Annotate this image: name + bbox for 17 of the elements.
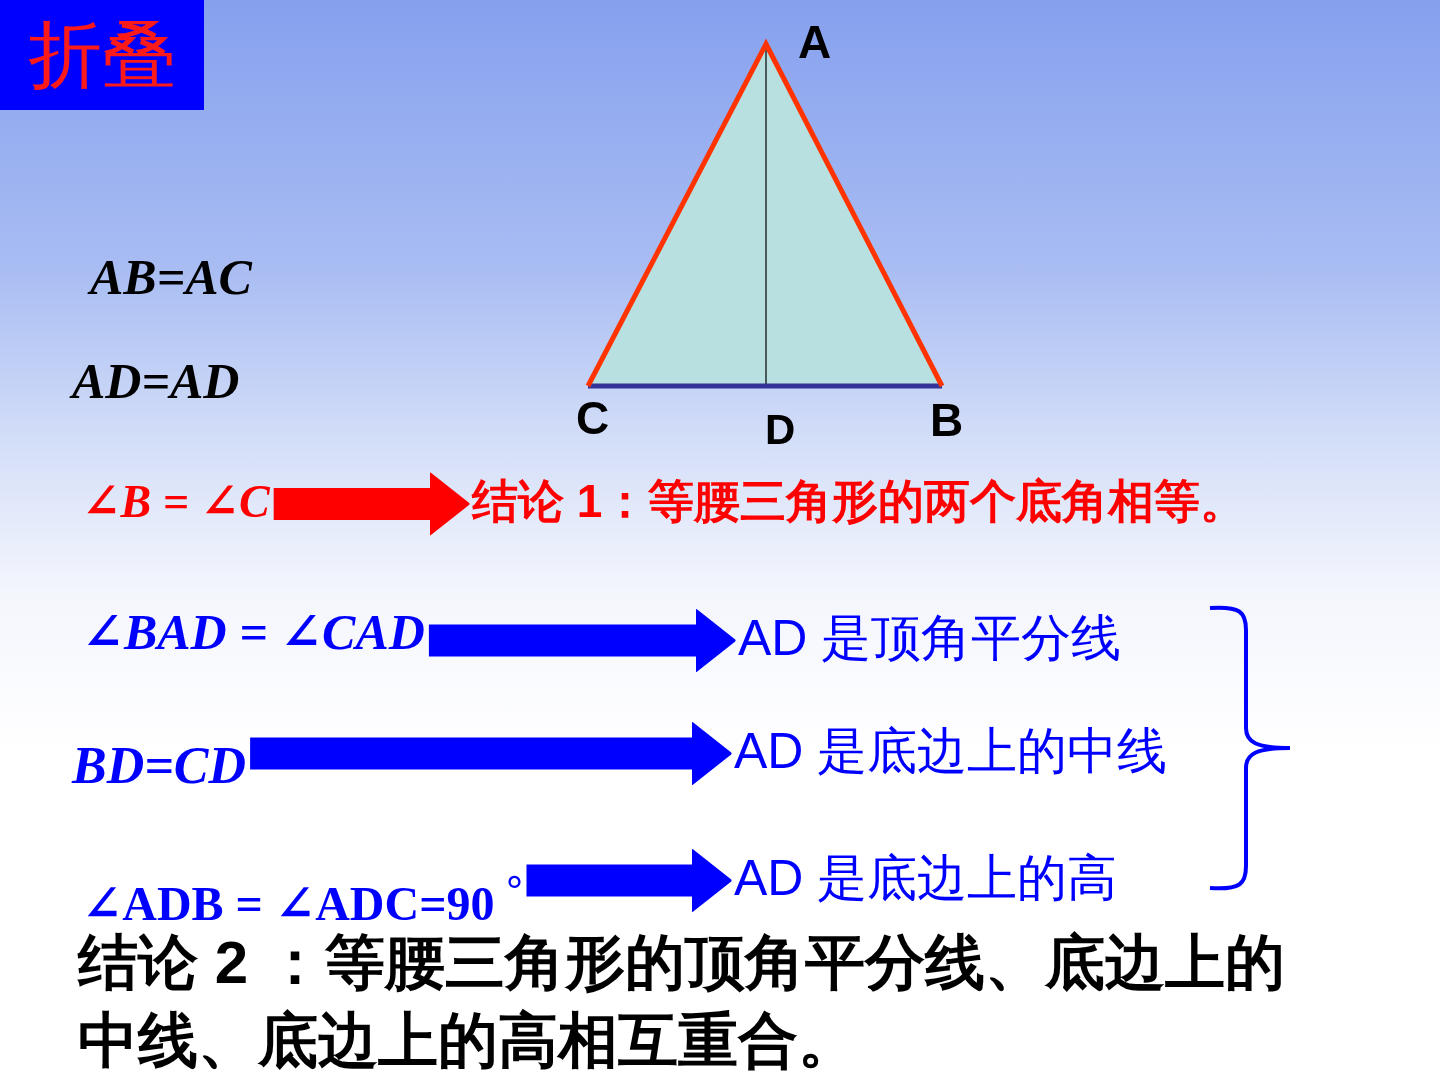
block-arrow [526,849,732,912]
property-text: AD 是顶角平分线 [738,606,1122,671]
block-arrow [250,722,732,785]
title-banner: 折叠 [0,0,204,110]
vertex-label: D [765,405,796,455]
block-arrow [428,609,736,672]
property-text: AD 是底边上的高 [734,846,1118,911]
vertex-label: C [576,391,610,446]
equation-text: ∠B = ∠C [82,472,270,532]
conclusion-text: 结论 2 ：等腰三角形的顶角平分线、底边上的中线、底边上的高相互重合。 [78,928,1286,1076]
property-text: AD 是底边上的中线 [734,719,1168,784]
conclusion-text: 结论 1：等腰三角形的两个底角相等。 [472,472,1247,532]
equation-text: ∠BAD = ∠CAD [82,600,425,665]
equation-text: BD=CD [72,732,247,800]
vertex-label: B [930,393,964,448]
vertex-label: A [798,15,832,70]
block-arrow [273,472,470,536]
